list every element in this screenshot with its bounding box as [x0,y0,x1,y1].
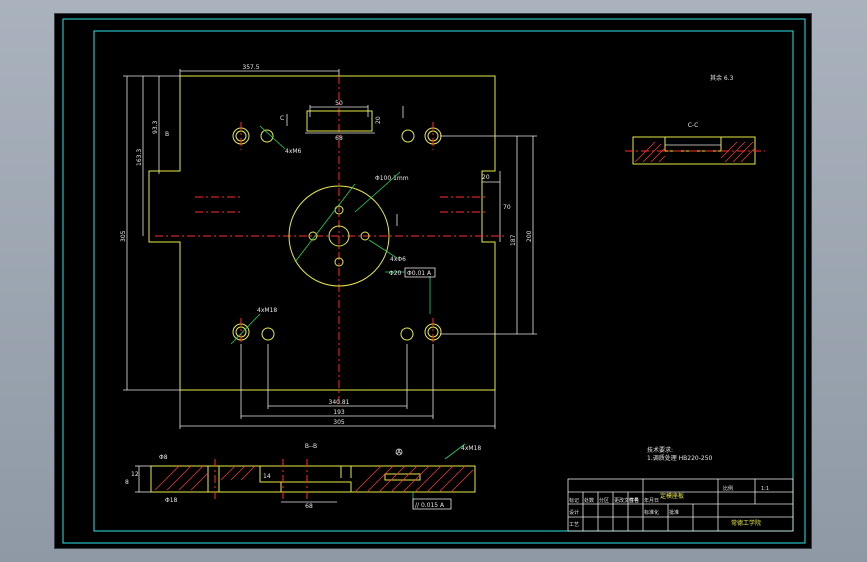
center-bore [328,225,350,247]
cad-viewport[interactable]: 357.5 50 68 20 93.3 163.3 305 20 70 187 … [54,13,812,549]
dim-bottom-2: 305 [333,419,345,426]
dim-hole-spacing: 340.81 [329,399,350,406]
tb-row-count: 处数 [584,497,594,504]
bb-datum: A [397,449,402,456]
dim-slot-depth: 68 [335,135,343,142]
center-boss [288,185,390,287]
dim-left-offset-2: 163.3 [136,149,143,166]
label-tapped-holes: 4xM6 [285,148,302,155]
tb-process: 工艺 [569,522,579,528]
bb-tolerance-box [412,498,452,510]
part-name: 定模座板 [660,492,684,500]
plan-view [123,69,537,429]
tb-row-zone: 分区 [599,497,609,504]
section-cc-view [625,136,765,165]
surface-finish-note: 其余 6.3 [710,74,734,82]
section-cc-title: C-C [688,122,699,129]
bb-dim-phi18: Φ18 [165,497,178,504]
bb-dim-phi8: Φ8 [159,454,168,461]
dim-right-height-2: 200 [526,230,533,242]
bb-dim-h2: 8 [125,479,129,486]
dim-right-height-1: 187 [510,234,517,246]
plate-outline [148,75,496,391]
label-corner-holes: 4xM18 [257,307,277,314]
dim-width-top: 357.5 [242,64,259,71]
label-center-hole: Φ100 1mm [375,175,409,182]
label-small-hole: 4xΦ6 [390,256,406,263]
scale-label: 比例 [723,485,733,492]
section-mark-c: C [280,115,284,122]
tb-approve: 批准 [669,509,679,516]
plan-tolerance-text: Φ0.01 A [407,270,432,277]
title-block [567,478,794,532]
inner-frame [93,30,794,532]
dim-right-notch-width: 20 [482,174,490,181]
tech-req-heading: 技术要求: [647,446,673,454]
bb-dim-w2: 68 [305,503,313,510]
top-slot [306,110,373,132]
dim-slot-width: 50 [335,100,343,107]
tech-req-line1: 1.调质处理 HB220-250 [647,454,713,462]
dim-total-height: 305 [120,230,127,242]
tb-row-date: 年月日 [644,497,659,504]
bb-thread-label: 4xM18 [461,445,481,452]
section-mark-b: B [165,131,169,138]
dim-left-offset-1: 93.3 [152,120,159,134]
tb-row-change-doc: 更改文件号 [614,497,639,504]
bb-dim-w1: 14 [263,473,271,480]
label-diameter-20: Φ20 [389,270,402,277]
drawing-sheet: 357.5 50 68 20 93.3 163.3 305 20 70 187 … [62,18,806,544]
plan-tolerance-box [404,267,436,278]
section-bb-view [135,443,476,510]
outer-frame [62,18,806,544]
bb-dim-h1: 12 [131,471,139,478]
tb-row-mark: 标记 [569,497,579,504]
dim-slot-height: 20 [375,116,382,124]
scale-value: 1:1 [761,486,769,492]
dim-right-notch-height: 70 [503,204,511,211]
school-name: 常德工学院 [731,519,761,527]
bb-tolerance-text: // 0.015 A [415,502,445,509]
tb-row-sign: 签名 [629,497,639,504]
dim-bottom-1: 193 [333,409,345,416]
section-bb-title: B--B [305,443,317,450]
tb-standardize: 标准化 [644,509,659,516]
tb-designer: 设计 [569,509,579,516]
